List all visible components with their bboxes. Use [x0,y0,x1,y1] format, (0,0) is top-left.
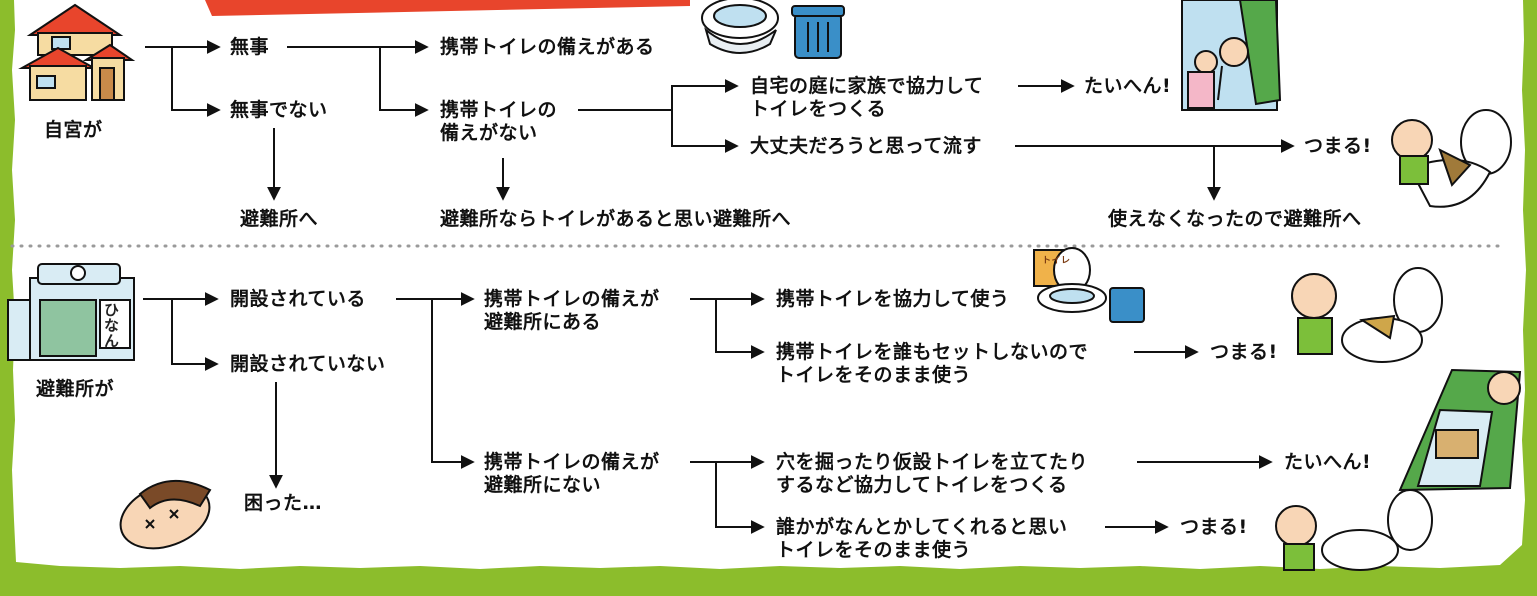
label-flush: 大丈夫だろうと思って流す [750,135,982,157]
label-not-safe: 無事でない [230,99,328,121]
tent-illustration [1398,368,1522,492]
portable-toilet-icon [701,0,845,59]
label-to-shelter: 避難所へ [240,208,319,230]
label-trouble: 困った… [244,492,323,514]
label-think-shelter: 避難所ならトイレがあると思い避難所へ [440,208,792,230]
clogged-toilet-illustration-2 [1291,267,1443,363]
label-safe: 無事 [230,36,270,58]
arrow-shelter-to-not-open [171,299,219,371]
label-not-open: 開設されていない [230,353,386,375]
label-no-toilet: 携帯トイレの備えが 避難所にない [484,451,660,496]
label-shelter-sign: ひなん [102,302,120,349]
label-unusable: 使えなくなったので避難所へ [1108,208,1362,230]
label-shelter: 避難所が [36,378,115,400]
arrow-home-to-not-safe [171,47,221,117]
clogged-toilet-illustration [1391,109,1512,208]
red-banner [205,0,690,16]
label-not-prepared: 携帯トイレの 備えがない [440,99,558,144]
label-clog-1: つまる! [1210,341,1278,363]
portable-toilet-set-icon [1033,247,1145,323]
arrow-has-to-nobody-set [715,299,765,359]
label-home: 自宮が [44,119,103,141]
arrow-open-to-no-toilet [431,299,475,469]
label-has-toilet: 携帯トイレの備えが 避難所にある [484,288,660,333]
paper-background [12,0,1526,569]
arrow-no-toilet-to-someone [715,462,765,534]
clogged-toilet-illustration-3 [1275,489,1433,571]
arrow-to-flush [671,110,739,153]
label-use-together: 携帯トイレを協力して使う [776,288,1010,310]
label-clog-2: つまる! [1180,516,1248,538]
label-nobody-set: 携帯トイレを誰もセットしないので トイレをそのまま使う [776,341,1089,386]
label-prepared: 携帯トイレの備えがある [440,36,655,58]
label-tough-top: たいへん! [1084,75,1172,97]
label-clog-top: つまる! [1304,135,1372,157]
arrow-to-make-toilet [671,79,739,110]
family-making-toilet-illustration [1181,0,1282,111]
arrow-safe-to-not-prepared [379,47,429,117]
troubled-face-illustration [119,479,212,550]
label-tough-bottom: たいへん! [1284,451,1372,473]
label-package: トイレ [1042,256,1071,266]
house-icon [18,3,136,101]
label-someone: 誰かがなんとかしてくれると思い トイレをそのまま使う [776,516,1068,561]
shelter-building-icon [7,263,135,361]
label-dig-hole: 穴を掘ったり仮設トイレを立てたり するなど協力してトイレをつくる [776,451,1089,496]
label-open: 開設されている [230,288,366,310]
label-make-toilet: 自宅の庭に家族で協力して トイレをつくる [750,75,984,120]
